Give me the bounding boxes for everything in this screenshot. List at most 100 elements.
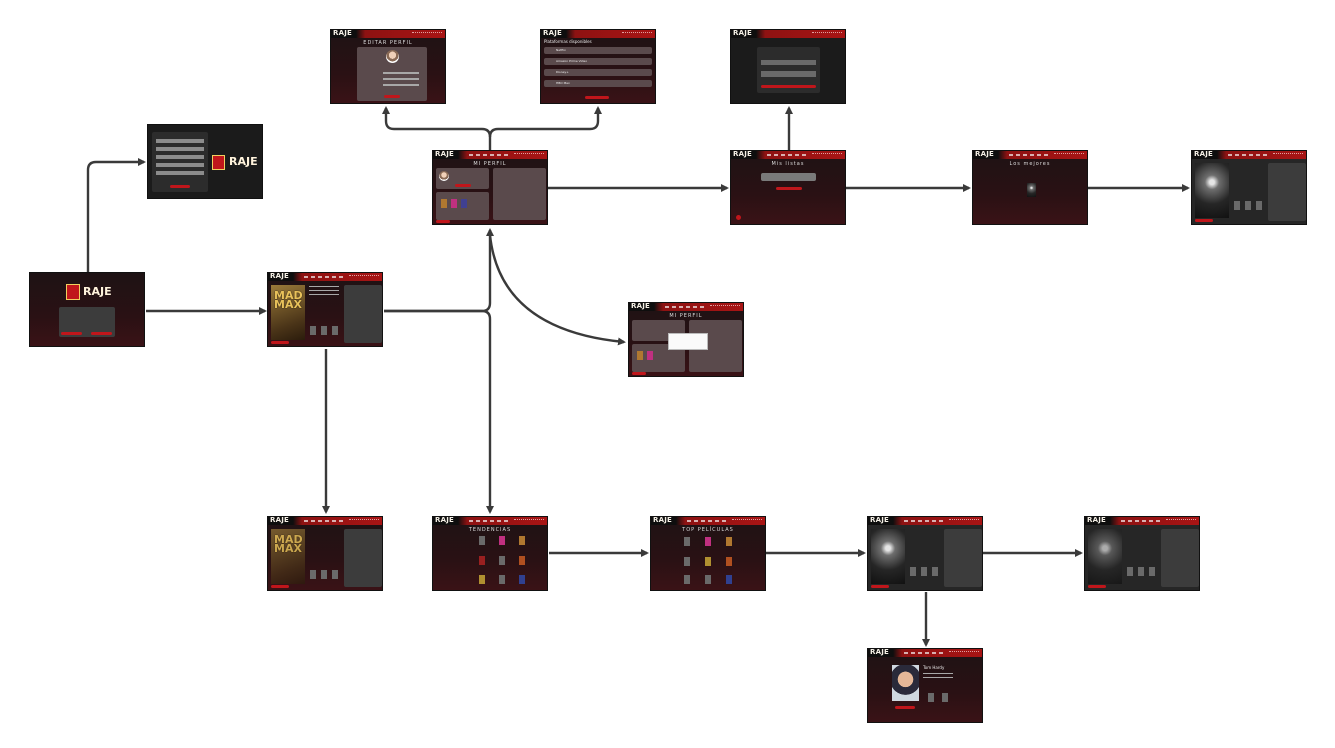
nav-icons[interactable] <box>349 519 379 523</box>
cast-thumb[interactable] <box>932 567 938 576</box>
edit-field[interactable] <box>383 72 419 74</box>
screen-edit-profile[interactable]: RAJE EDITAR PERFIL <box>330 29 446 104</box>
nav-links[interactable] <box>1121 520 1161 522</box>
top-thumb[interactable] <box>705 557 711 566</box>
nav-icons[interactable] <box>1054 153 1084 157</box>
nav-links[interactable] <box>904 652 944 654</box>
nav-icons[interactable] <box>949 651 979 655</box>
nav-links[interactable] <box>1009 154 1049 156</box>
filmography-thumb[interactable] <box>928 693 934 702</box>
screen-welcome[interactable]: RAJE <box>29 272 145 347</box>
new-list-button[interactable] <box>776 187 802 190</box>
trend-thumb[interactable] <box>519 536 525 545</box>
platform-row[interactable]: Amazon Prime Video <box>544 58 652 65</box>
nav-links[interactable] <box>304 520 344 522</box>
screen-movie-batman-rated[interactable]: RAJE <box>1084 516 1200 591</box>
trend-thumb[interactable] <box>479 575 485 584</box>
screen-list-detail[interactable]: RAJE Los mejores <box>972 150 1088 225</box>
trend-thumb[interactable] <box>479 556 485 565</box>
top-thumb[interactable] <box>726 575 732 584</box>
screen-actor[interactable]: RAJE Tom Hardy <box>867 648 983 723</box>
cast-thumb[interactable] <box>1245 201 1251 210</box>
movie-back-button[interactable] <box>271 341 289 344</box>
platform-row[interactable]: Netflix <box>544 47 652 54</box>
nav-links[interactable] <box>469 154 509 156</box>
welcome-button-left[interactable] <box>61 332 82 335</box>
trend-thumb[interactable] <box>499 536 505 545</box>
platform-row[interactable]: HBO Max <box>544 80 652 87</box>
top-thumb[interactable] <box>705 575 711 584</box>
screen-new-list[interactable]: RAJE <box>730 29 846 104</box>
cast-thumb[interactable] <box>310 326 316 335</box>
nav-icons[interactable] <box>732 519 762 523</box>
logout-button[interactable] <box>632 372 646 375</box>
welcome-button-right[interactable] <box>91 332 112 335</box>
top-thumb[interactable] <box>684 557 690 566</box>
create-list-button[interactable] <box>761 85 816 88</box>
nav-links[interactable] <box>904 520 944 522</box>
cast-thumb[interactable] <box>921 567 927 576</box>
cast-thumb[interactable] <box>332 570 338 579</box>
screen-my-profile[interactable]: RAJE MI PERFIL <box>432 150 548 225</box>
trend-thumb[interactable] <box>519 556 525 565</box>
platforms-save-button[interactable] <box>585 96 609 99</box>
cast-thumb[interactable] <box>1149 567 1155 576</box>
add-icon[interactable] <box>736 215 741 220</box>
screen-movie-batman-top[interactable]: RAJE <box>1191 150 1307 225</box>
cast-thumb[interactable] <box>1256 201 1262 210</box>
list-movie-thumb[interactable] <box>1027 183 1036 197</box>
nav-icons[interactable] <box>514 153 544 157</box>
top-thumb[interactable] <box>684 575 690 584</box>
trend-thumb[interactable] <box>499 556 505 565</box>
save-button[interactable] <box>384 95 400 98</box>
trend-thumb[interactable] <box>479 536 485 545</box>
cast-thumb[interactable] <box>1127 567 1133 576</box>
movie-back-button[interactable] <box>1088 585 1106 588</box>
cast-thumb[interactable] <box>1234 201 1240 210</box>
edit-field[interactable] <box>383 78 419 80</box>
top-thumb[interactable] <box>684 537 690 546</box>
top-thumb[interactable] <box>726 537 732 546</box>
nav-links[interactable] <box>687 520 727 522</box>
logout-button[interactable] <box>436 220 450 223</box>
register-field[interactable] <box>156 163 204 167</box>
nav-icons[interactable] <box>949 519 979 523</box>
trend-thumb[interactable] <box>499 575 505 584</box>
nav-icons[interactable] <box>514 519 544 523</box>
nav-icons[interactable] <box>1166 519 1196 523</box>
screen-my-profile-modal[interactable]: RAJE MI PERFIL <box>628 302 744 377</box>
register-button[interactable] <box>170 185 190 188</box>
top-thumb[interactable] <box>726 557 732 566</box>
list-name-field[interactable] <box>761 60 816 65</box>
cast-thumb[interactable] <box>910 567 916 576</box>
trend-thumb[interactable] <box>519 575 525 584</box>
cast-thumb[interactable] <box>1138 567 1144 576</box>
nav-icons[interactable] <box>710 305 740 309</box>
platform-row[interactable]: Disney+ <box>544 69 652 76</box>
nav-icons[interactable] <box>412 32 442 36</box>
edit-profile-button[interactable] <box>455 184 471 187</box>
favorite-thumb[interactable] <box>647 351 653 360</box>
movie-back-button[interactable] <box>271 585 289 588</box>
nav-links[interactable] <box>665 306 705 308</box>
favorite-thumb[interactable] <box>461 199 467 208</box>
nav-icons[interactable] <box>622 32 652 36</box>
movie-back-button[interactable] <box>871 585 889 588</box>
nav-links[interactable] <box>469 520 509 522</box>
favorite-thumb[interactable] <box>637 351 643 360</box>
screen-movie-detail-rated[interactable]: RAJE MAD MAX <box>267 516 383 591</box>
cast-thumb[interactable] <box>332 326 338 335</box>
nav-icons[interactable] <box>812 153 842 157</box>
nav-links[interactable] <box>304 276 344 278</box>
list-item[interactable] <box>761 173 816 181</box>
register-field[interactable] <box>156 171 204 175</box>
cast-thumb[interactable] <box>310 570 316 579</box>
register-field[interactable] <box>156 147 204 151</box>
favorite-thumb[interactable] <box>441 199 447 208</box>
screen-top-movies[interactable]: RAJE TOP PELÍCULAS <box>650 516 766 591</box>
nav-icons[interactable] <box>1273 153 1303 157</box>
nav-links[interactable] <box>1228 154 1268 156</box>
nav-icons[interactable] <box>812 32 842 36</box>
nav-links[interactable] <box>767 154 807 156</box>
list-desc-field[interactable] <box>761 71 816 77</box>
